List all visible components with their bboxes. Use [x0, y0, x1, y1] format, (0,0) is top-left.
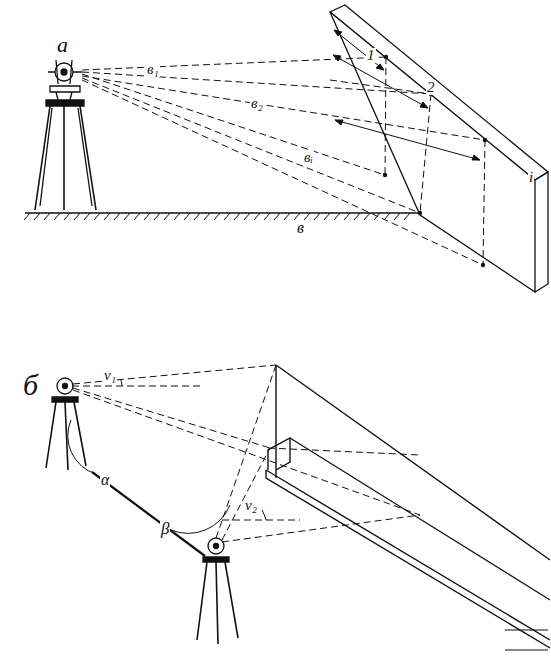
hatch-stroke	[224, 213, 230, 220]
ground-hatching	[24, 213, 410, 220]
theodolite	[46, 378, 86, 470]
hatch-stroke	[294, 213, 300, 220]
sight-lines	[82, 57, 485, 265]
hatch-stroke	[364, 213, 370, 220]
hatch-stroke	[194, 213, 200, 220]
dimension-label: вᵢ	[303, 150, 314, 165]
hatch-stroke	[404, 213, 410, 220]
dimension-label: 2	[426, 80, 436, 95]
hatch-stroke	[254, 213, 260, 220]
hatch-stroke	[44, 213, 50, 220]
dimension-label: ν₁	[103, 368, 117, 383]
dimension-label: i	[528, 170, 534, 185]
angle-arcs	[68, 380, 266, 533]
wall	[266, 365, 550, 650]
hatch-stroke	[64, 213, 70, 220]
hatch-stroke	[384, 213, 390, 220]
hatch-stroke	[284, 213, 290, 220]
dimension-label: в₁	[146, 62, 160, 77]
hatch-stroke	[154, 213, 160, 220]
theodolite	[197, 538, 238, 644]
sight-lines	[72, 365, 420, 542]
dimension-label: в	[296, 220, 305, 236]
hatch-stroke	[344, 213, 350, 220]
measured-points	[383, 55, 487, 267]
hatch-stroke	[54, 213, 60, 220]
baseline	[92, 472, 205, 556]
hatch-stroke	[324, 213, 330, 220]
wall	[330, 5, 548, 292]
dimension-label: ν₂	[244, 498, 258, 513]
hatch-stroke	[334, 213, 340, 220]
hatch-stroke	[24, 213, 30, 220]
dimension-label: 1	[366, 48, 376, 63]
hatch-stroke	[274, 213, 280, 220]
dimension-label: α	[100, 472, 110, 488]
hatch-stroke	[104, 213, 110, 220]
hatch-stroke	[164, 213, 170, 220]
dimension-label: β	[160, 520, 170, 537]
hatch-stroke	[264, 213, 270, 220]
hatch-stroke	[124, 213, 130, 220]
hatch-stroke	[84, 213, 90, 220]
hatch-stroke	[394, 213, 400, 220]
part-letter: б	[22, 370, 39, 400]
hatch-stroke	[314, 213, 320, 220]
hatch-stroke	[244, 213, 250, 220]
hatch-stroke	[184, 213, 190, 220]
hatch-stroke	[34, 213, 40, 220]
hatch-stroke	[174, 213, 180, 220]
hatch-stroke	[354, 213, 360, 220]
hatch-stroke	[214, 213, 220, 220]
hatch-stroke	[94, 213, 100, 220]
hatch-stroke	[114, 213, 120, 220]
hatch-stroke	[304, 213, 310, 220]
part-letter: а	[56, 34, 69, 56]
hatch-stroke	[234, 213, 240, 220]
dimension-label: в₂	[250, 96, 264, 111]
hatch-stroke	[134, 213, 140, 220]
hatch-stroke	[74, 213, 80, 220]
hatch-stroke	[204, 213, 210, 220]
hatch-stroke	[144, 213, 150, 220]
dimension-arrows	[333, 30, 480, 160]
ground-line	[25, 212, 420, 214]
